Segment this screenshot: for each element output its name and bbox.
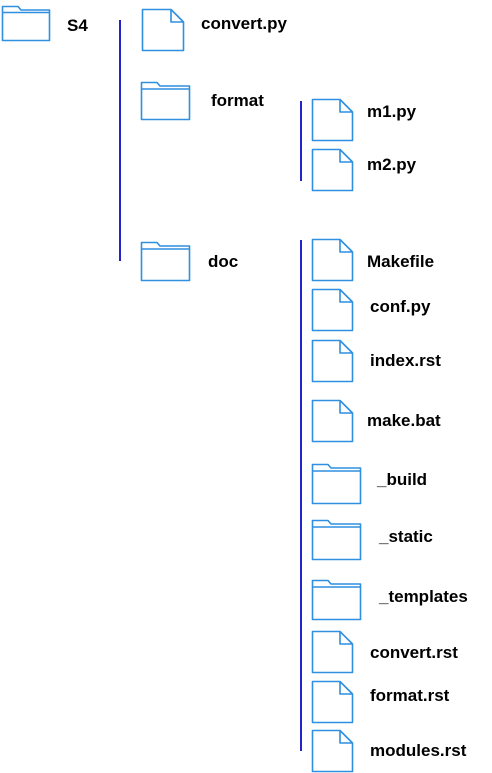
tree-item-label: m1.py (367, 102, 417, 121)
tree-item-label: conf.py (370, 297, 431, 316)
folder-icon (311, 463, 362, 505)
tree-item-label: format (211, 91, 264, 110)
file-icon (311, 238, 354, 282)
tree-item-label: convert.py (201, 14, 287, 33)
tree-item-label: _static (379, 527, 433, 546)
tree-item-label: _templates (379, 587, 468, 606)
connector-format (300, 101, 302, 181)
tree-root-label: S4 (67, 16, 88, 35)
tree-item-label: doc (208, 252, 239, 271)
file-icon (311, 680, 354, 724)
tree-item-label: convert.rst (370, 643, 458, 662)
tree-item-label: _build (377, 470, 428, 489)
tree-item-label: make.bat (367, 411, 441, 430)
folder-icon (1, 5, 51, 42)
file-icon (311, 630, 354, 674)
tree-item-label: index.rst (370, 351, 441, 370)
connector-root (119, 20, 121, 261)
file-icon (311, 98, 354, 142)
file-icon (311, 148, 354, 192)
folder-icon (311, 579, 362, 621)
file-icon (311, 729, 354, 773)
folder-icon (140, 241, 191, 282)
tree-item-label: format.rst (370, 686, 450, 705)
tree-item-label: Makefile (367, 252, 435, 271)
file-icon (311, 288, 354, 332)
folder-icon (311, 519, 362, 561)
folder-icon (140, 81, 191, 121)
tree-item-label: m2.py (367, 155, 417, 174)
tree-item-label: modules.rst (370, 741, 467, 760)
connector-doc (300, 240, 302, 751)
file-icon (311, 399, 354, 443)
file-icon (141, 8, 185, 52)
file-icon (311, 339, 354, 383)
